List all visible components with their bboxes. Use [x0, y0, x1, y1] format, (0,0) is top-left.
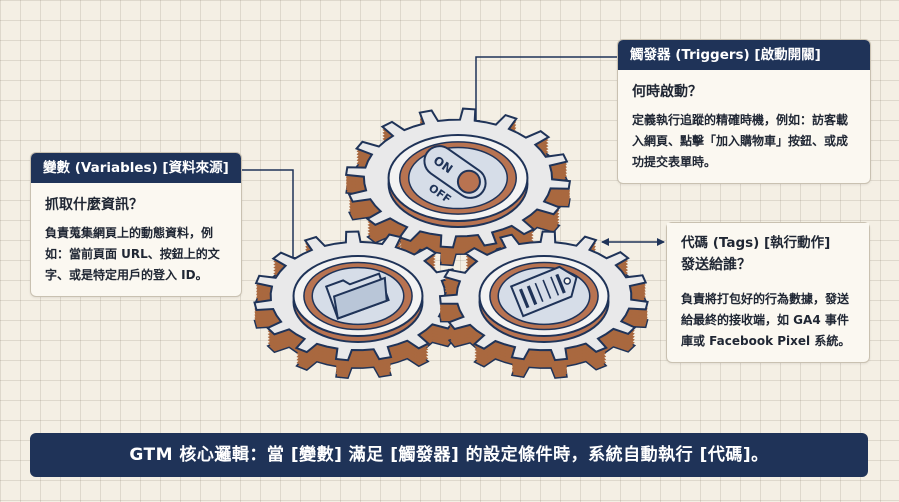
tags-card: 代碼 (Tags) [執行動作] 發送給誰？ 負責將打包好的行為數據，發送給最終… [666, 222, 870, 363]
triggers-description: 定義執行追蹤的精確時機，例如：訪客載入網頁、點擊「加入購物車」按鈕、或成功提交表… [632, 113, 849, 169]
tags-title: 代碼 (Tags) [執行動作] [681, 235, 831, 251]
triggers-title: 觸發器 (Triggers) [啟動開關] [618, 40, 870, 70]
gear-variables [253, 230, 464, 380]
variables-title: 變數 (Variables) [資料來源] [31, 153, 241, 183]
variables-description: 負責蒐集網頁上的動態資料，例如：當前頁面 URL、按鈕上的文字、或是特定用戶的登… [45, 226, 220, 282]
triggers-card: 觸發器 (Triggers) [啟動開關] 何時啟動？ 定義執行追蹤的精確時機，… [617, 39, 871, 184]
folder-icon [324, 272, 390, 320]
variables-question: 抓取什麼資訊？ [45, 197, 143, 213]
tags-question: 發送給誰？ [681, 257, 751, 273]
connector-triggers [472, 56, 617, 128]
tags-description: 負責將打包好的行為數據，發送給最終的接收端，如 GA4 事件庫或 Faceboo… [681, 292, 851, 348]
core-logic-banner: GTM 核心邏輯：當 [變數] 滿足 [觸發器] 的設定條件時，系統自動執行 [… [30, 433, 868, 477]
triggers-question: 何時啟動？ [632, 84, 702, 100]
connector-variables [240, 169, 297, 265]
barcode-tag-icon [509, 265, 578, 318]
variables-card: 變數 (Variables) [資料來源] 抓取什麼資訊？ 負責蒐集網頁上的動態… [30, 152, 242, 297]
